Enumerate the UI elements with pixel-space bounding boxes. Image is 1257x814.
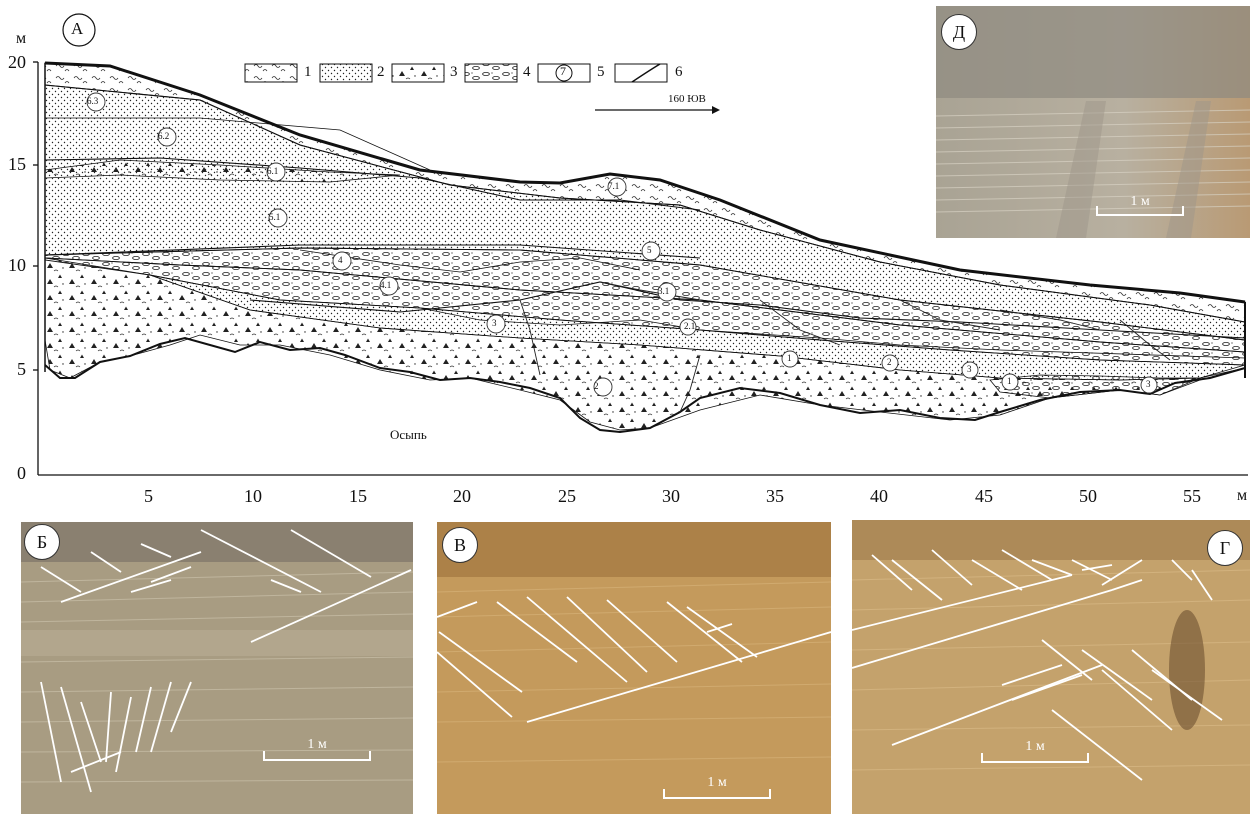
scale-bar bbox=[263, 751, 371, 761]
layer-label: 3 bbox=[967, 364, 972, 374]
photo-b-label: Б bbox=[24, 524, 60, 560]
x-tick-label: 45 bbox=[975, 486, 993, 507]
x-tick-label: 10 bbox=[244, 486, 262, 507]
layer-label: 1 bbox=[1007, 376, 1012, 386]
y-axis bbox=[33, 62, 38, 475]
legend-number: 3 bbox=[450, 64, 458, 81]
legend-number: 1 bbox=[304, 64, 312, 81]
x-tick-label: 40 bbox=[870, 486, 888, 507]
y-axis-unit: м bbox=[16, 30, 26, 48]
photo-d-scale: 1 м bbox=[1096, 194, 1184, 216]
layer-label: 3.1 bbox=[658, 286, 669, 296]
photo-b-scale: 1 м bbox=[263, 737, 371, 761]
photo-b: Б 1 м bbox=[21, 522, 413, 814]
photo-v-scale: 1 м bbox=[663, 775, 771, 799]
x-axis-unit: м bbox=[1237, 487, 1247, 505]
layer-label: 3 bbox=[492, 318, 497, 328]
layer-label: 2 bbox=[887, 357, 892, 367]
x-tick-label: 5 bbox=[144, 486, 153, 507]
y-tick-label: 10 bbox=[8, 255, 26, 276]
scale-bar bbox=[663, 789, 771, 799]
photo-d-label: Д bbox=[941, 14, 977, 50]
x-tick-label: 25 bbox=[558, 486, 576, 507]
layer-label: 1 bbox=[787, 353, 792, 363]
layer-label: 4 bbox=[338, 255, 343, 265]
scale-bar bbox=[981, 753, 1089, 763]
x-tick-label: 50 bbox=[1079, 486, 1097, 507]
x-tick-label: 30 bbox=[662, 486, 680, 507]
scale-label: 1 м bbox=[1025, 739, 1044, 754]
direction-arrow bbox=[595, 106, 720, 114]
layer-label: 2 bbox=[594, 381, 599, 391]
y-tick-label: 20 bbox=[8, 52, 26, 73]
layer-label: 4.1 bbox=[380, 280, 391, 290]
layer-label: 6.2 bbox=[158, 131, 169, 141]
layer-label: 6.3 bbox=[87, 96, 98, 106]
photo-g: Г 1 м bbox=[852, 520, 1250, 814]
y-tick-label: 15 bbox=[8, 154, 26, 175]
legend-number: 5 bbox=[597, 64, 605, 81]
photo-v: В 1 м bbox=[437, 522, 831, 814]
legend-number: 2 bbox=[377, 64, 385, 81]
layer-label: 6.1 bbox=[267, 166, 278, 176]
photo-g-label: Г bbox=[1207, 530, 1243, 566]
y-tick-label: 0 bbox=[17, 463, 26, 484]
x-tick-label: 35 bbox=[766, 486, 784, 507]
legend-number: 4 bbox=[523, 64, 531, 81]
x-tick-label: 55 bbox=[1183, 486, 1201, 507]
photo-v-label: В bbox=[442, 527, 478, 563]
photo-g-scale: 1 м bbox=[981, 739, 1089, 763]
layer-label: 2.1 bbox=[684, 321, 695, 331]
scale-label: 1 м bbox=[707, 775, 726, 790]
layer-label: 3 bbox=[1146, 379, 1151, 389]
scale-bar bbox=[1096, 206, 1184, 216]
legend-symbol: 7 bbox=[560, 64, 566, 79]
y-tick-label: 5 bbox=[17, 359, 26, 380]
layer-label: 5 bbox=[647, 245, 652, 255]
layer-label: 7.1 bbox=[608, 181, 619, 191]
scale-label: 1 м bbox=[307, 737, 326, 752]
panel-a-label: А bbox=[71, 19, 83, 39]
legend-number: 6 bbox=[675, 64, 683, 81]
direction-label: 160 ЮВ bbox=[668, 93, 706, 105]
x-tick-label: 20 bbox=[453, 486, 471, 507]
scree-label: Осыпь bbox=[390, 427, 427, 443]
x-tick-label: 15 bbox=[349, 486, 367, 507]
layer-label: 5.1 bbox=[269, 212, 280, 222]
photo-d: Д 1 м bbox=[936, 6, 1250, 238]
